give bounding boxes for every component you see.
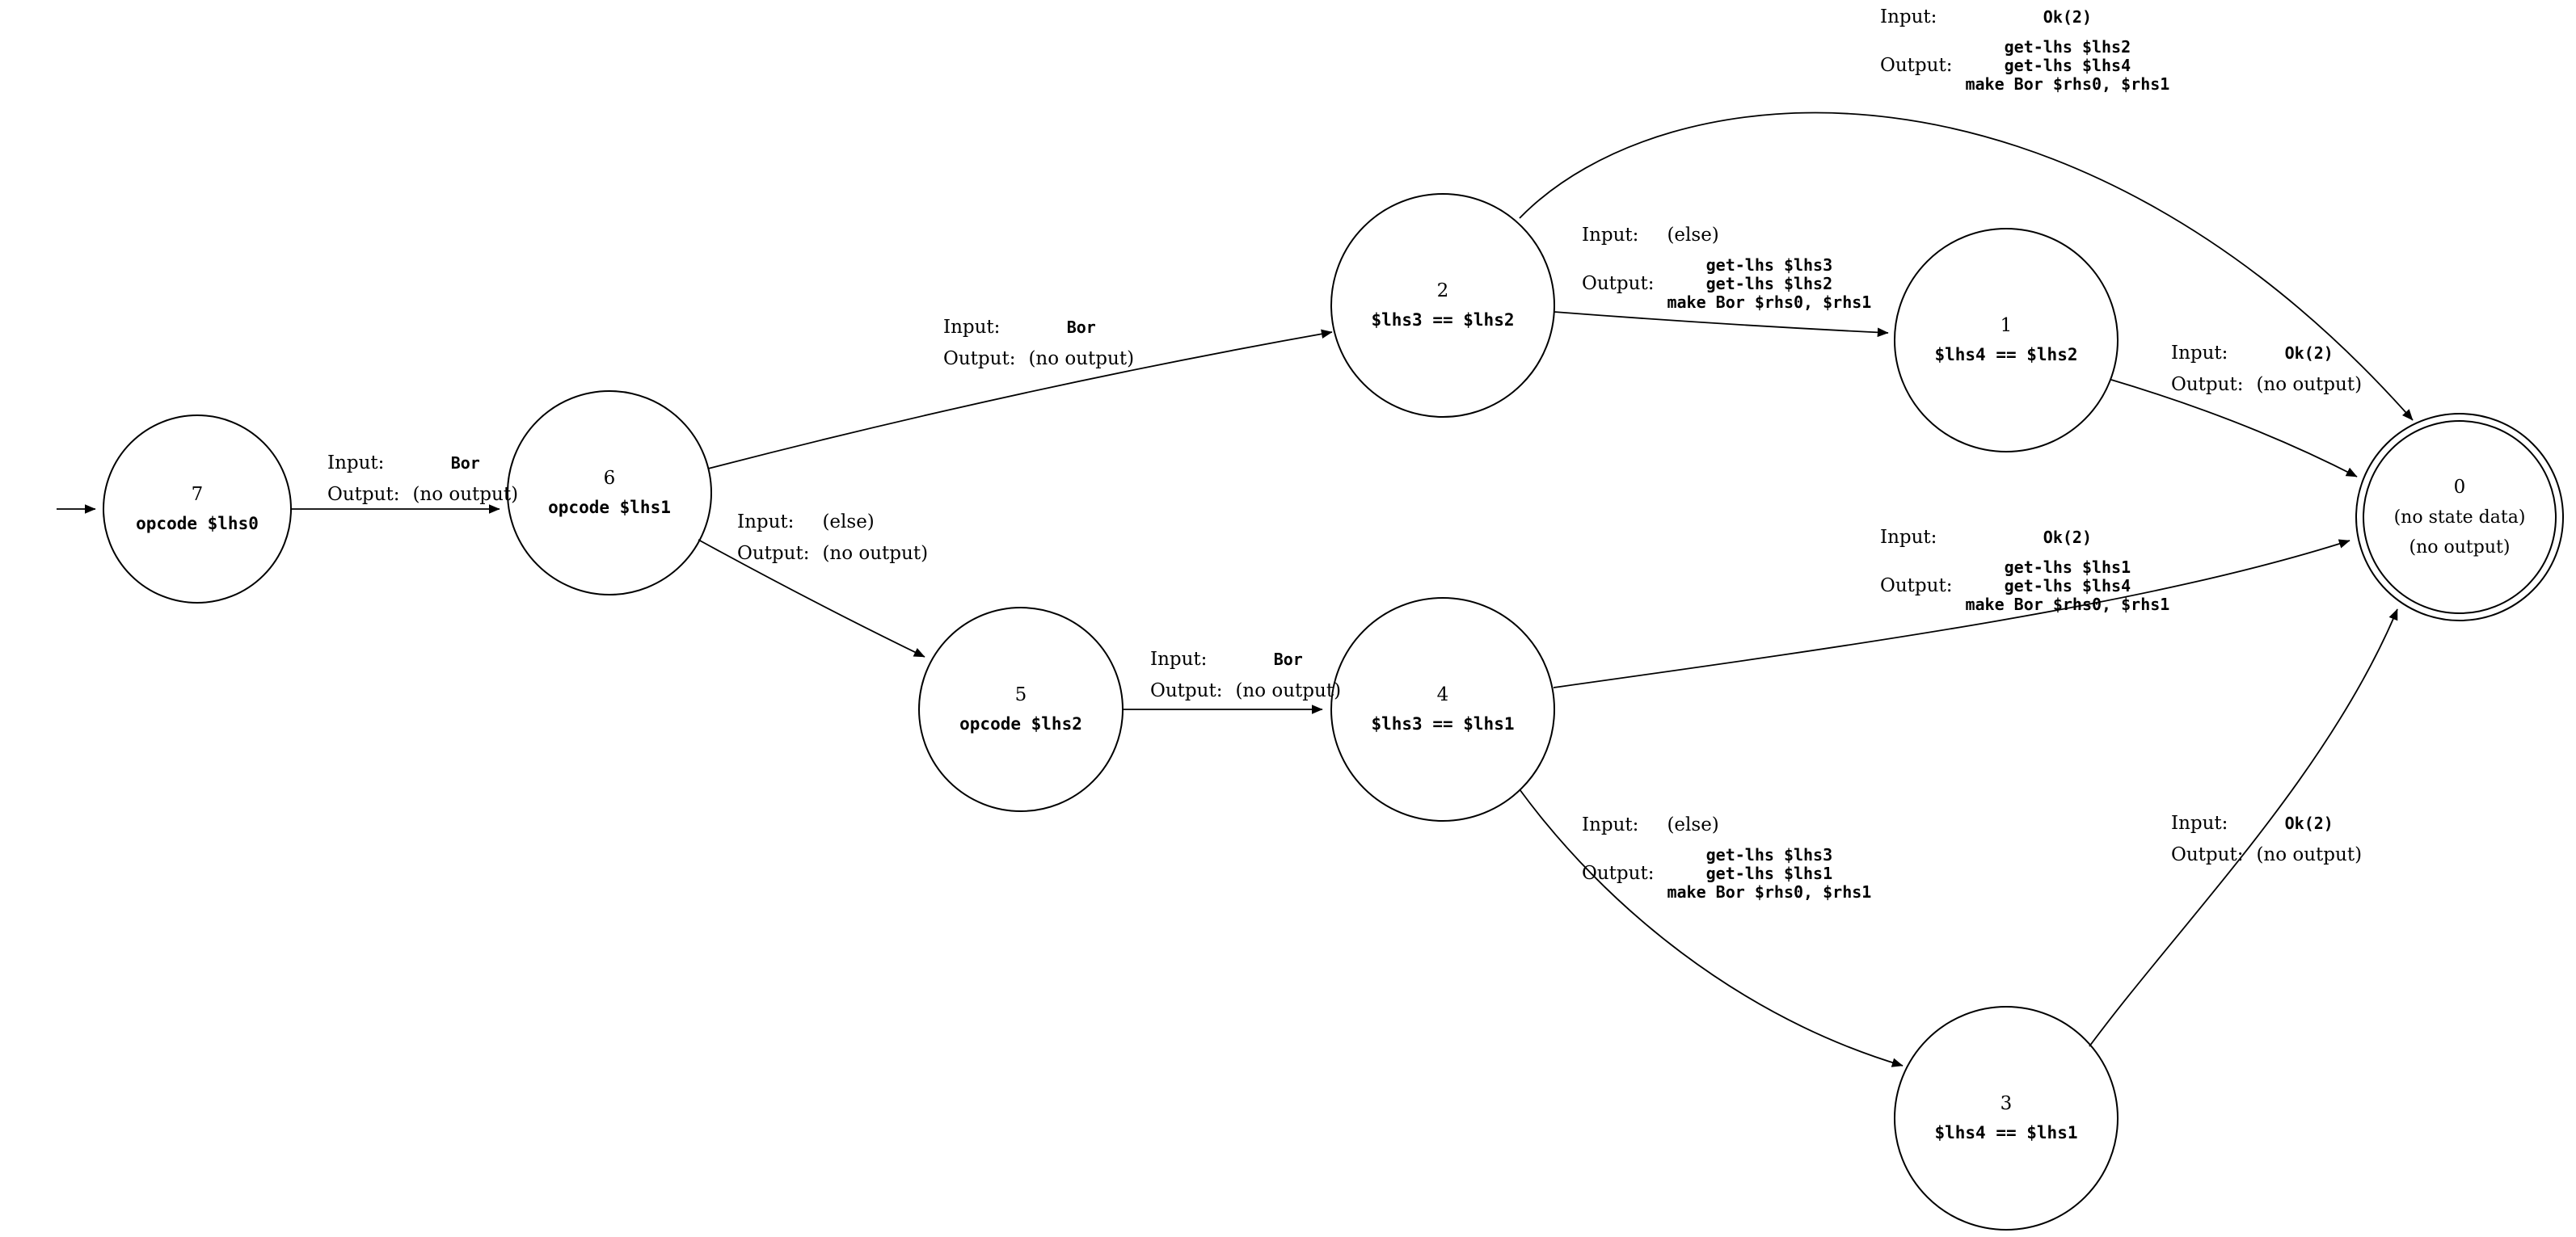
edge-4-to-0 [1553,539,2350,688]
edge-4-to-3 [1519,789,1904,1067]
edge-6-to-5 [698,539,925,658]
state-4-circle [1330,597,1555,822]
state-0-inner-circle [2363,420,2557,614]
edge-2-to-1 [1554,311,1889,338]
state-6-circle [507,390,712,595]
edge-6-to-2 [707,329,1333,469]
edge-1-to-0 [2110,379,2358,478]
edge-3-to-0 [2089,608,2398,1047]
state-3-circle [1894,1006,2119,1231]
state-2-circle [1330,193,1555,418]
state-1-circle [1894,228,2119,452]
state-5-circle [918,607,1124,812]
state-7-circle [103,414,292,604]
state-0-outer-circle [2355,413,2564,621]
edge-2-to-0 [1519,111,2414,421]
